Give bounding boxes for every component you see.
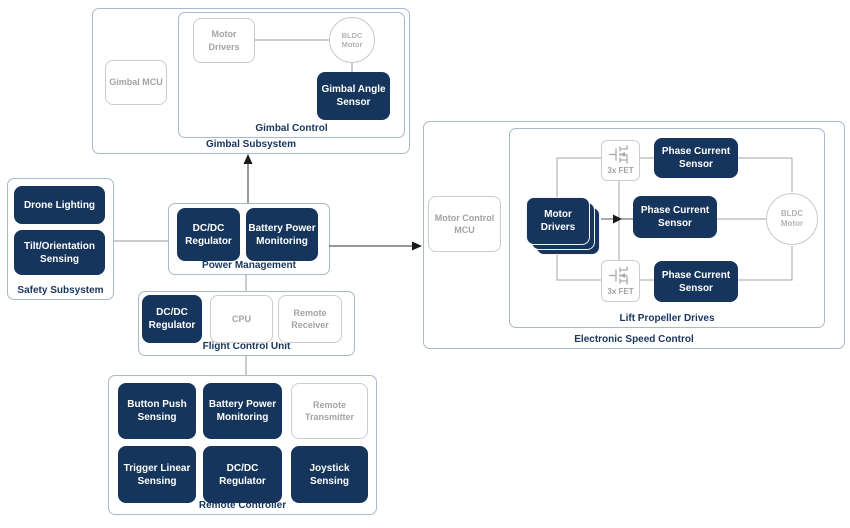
block-tilt-orientation-sensing: Tilt/Orientation Sensing <box>14 230 105 275</box>
block-motor-control-mcu: Motor Control MCU <box>428 196 501 252</box>
esc-bldc-motor: BLDC Motor <box>766 193 818 245</box>
block-rc-dcdc-regulator: DC/DC Regulator <box>203 446 282 503</box>
label-gimbal-subsystem: Gimbal Subsystem <box>205 139 297 150</box>
block-fcu-dcdc-regulator: DC/DC Regulator <box>142 295 202 343</box>
label-safety-subsystem: Safety Subsystem <box>17 285 104 296</box>
label-lift-propeller-drives: Lift Propeller Drives <box>619 313 715 324</box>
block-fcu-remote-receiver: Remote Receiver <box>278 295 342 343</box>
mosfet-icon <box>608 145 628 164</box>
block-phase-current-sensor-middle: Phase Current Sensor <box>633 196 717 238</box>
block-fet-top: 3x FET <box>601 140 640 181</box>
block-esc-motor-drivers: Motor Drivers <box>526 197 590 245</box>
block-gimbal-angle-sensor: Gimbal Angle Sensor <box>317 72 390 120</box>
wire-drivers-to-fet-bottom <box>556 250 601 281</box>
label-remote-controller: Remote Controller <box>198 500 287 511</box>
arrowhead-mid-right <box>613 214 622 224</box>
mosfet-icon <box>608 266 628 285</box>
label-gimbal-control: Gimbal Control <box>255 123 328 134</box>
block-rc-remote-transmitter: Remote Transmitter <box>291 383 368 439</box>
block-pm-dcdc-regulator: DC/DC Regulator <box>177 208 240 261</box>
wire-bottomsensor-to-motor <box>738 246 793 281</box>
block-rc-button-push-sensing: Button Push Sensing <box>118 383 196 439</box>
block-fcu-cpu: CPU <box>210 295 273 343</box>
block-fet-bottom: 3x FET <box>601 260 640 302</box>
arrowhead-right <box>412 241 422 251</box>
fet-bottom-label: 3x FET <box>607 286 634 296</box>
fet-top-label: 3x FET <box>607 166 634 176</box>
block-rc-battery-power-monitoring: Battery Power Monitoring <box>203 383 282 439</box>
block-rc-trigger-linear-sensing: Trigger Linear Sensing <box>118 446 196 503</box>
block-pm-battery-power-monitoring: Battery Power Monitoring <box>246 208 318 261</box>
block-phase-current-sensor-bottom: Phase Current Sensor <box>654 261 738 302</box>
label-flight-control-unit: Flight Control Unit <box>202 341 291 352</box>
wire-topsensor-to-motor <box>738 157 793 192</box>
block-phase-current-sensor-top: Phase Current Sensor <box>654 138 738 178</box>
block-gimbal-motor-drivers: Motor Drivers <box>193 18 255 63</box>
block-gimbal-mcu: Gimbal MCU <box>105 60 167 105</box>
arrowhead-up <box>243 154 253 164</box>
block-rc-joystick-sensing: Joystick Sensing <box>291 446 368 503</box>
block-drone-lighting: Drone Lighting <box>14 186 105 224</box>
gimbal-bldc-motor: BLDC Motor <box>329 17 375 63</box>
block-esc-motor-drivers-stack: Motor Drivers <box>526 197 600 255</box>
wire-drivers-to-fet-top <box>556 157 601 199</box>
label-electronic-speed-control: Electronic Speed Control <box>574 334 694 345</box>
label-power-management: Power Management <box>202 260 296 271</box>
